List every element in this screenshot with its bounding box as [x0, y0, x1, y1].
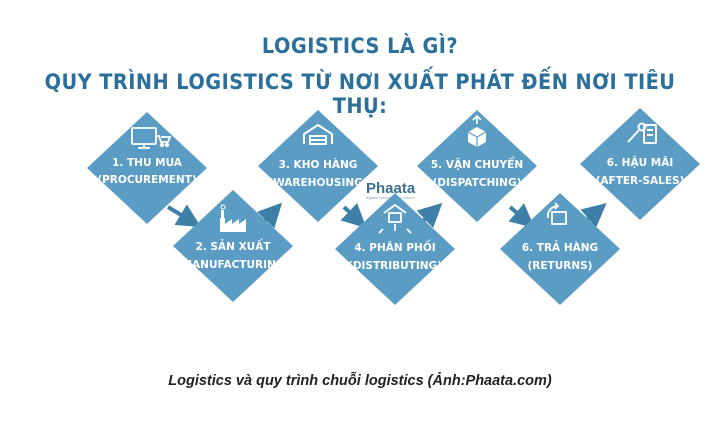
step-diamond: [335, 193, 455, 305]
step-label-line1: 1. THU MUA: [112, 157, 183, 169]
step-diamond: [500, 193, 620, 305]
diagram-subtitle: QUY TRÌNH LOGISTICS TỪ NƠI XUẤT PHÁT ĐẾN…: [44, 70, 676, 118]
factory-icon: [220, 204, 246, 232]
step-diamond: [417, 110, 537, 222]
step-distributing: 4. PHÂN PHỐI (DISTRIBUTING): [335, 193, 455, 305]
package-icon: [467, 114, 487, 147]
step-warehousing: 3. KHO HÀNG (WAREHOUSING): [258, 110, 378, 222]
step-label-line2: (PROCUREMENT): [97, 174, 196, 186]
arrow-5-6: [508, 203, 535, 228]
step-label-line2: (WAREHOUSING): [268, 177, 367, 189]
step-label-line2: (DISPATCHING): [433, 177, 522, 189]
arrow-1-2: [166, 204, 202, 228]
step-label-line1: 5. VẬN CHUYỂN: [431, 156, 523, 171]
image-caption: Logistics và quy trình chuỗi logistics (…: [168, 373, 552, 389]
step-manufacturing: 2. SẢN XUẤT (MANUFACTURING): [173, 190, 293, 302]
watermark-brand: Phaata: [366, 180, 416, 197]
step-label-line1: 2. SẢN XUẤT: [196, 238, 272, 253]
diagram-title: LOGISTICS LÀ GÌ?: [261, 34, 459, 58]
step-after-sales: 6. HẬU MÃI (AFTER-SALES): [580, 108, 700, 220]
step-diamond: [87, 112, 207, 224]
arrow-3-4: [340, 202, 367, 229]
step-dispatching: 5. VẬN CHUYỂN (DISPATCHING): [417, 110, 537, 222]
step-label-line2: (RETURNS): [528, 260, 593, 272]
step-diamond: [173, 190, 293, 302]
return-icon: [546, 202, 567, 225]
distribution-icon: [378, 203, 412, 234]
step-label-line1: 6. TRẢ HÀNG: [522, 240, 598, 254]
computer-cart-icon: [131, 127, 172, 149]
step-label-line2: (AFTER-SALES): [596, 175, 685, 187]
step-procurement: 1. THU MUA (PROCUREMENT): [87, 112, 207, 224]
warehouse-icon: [303, 123, 333, 145]
step-label-line2: (DISTRIBUTING): [348, 260, 442, 272]
step-label-line1: 6. HẬU MÃI: [607, 156, 674, 169]
tools-icon: [627, 122, 657, 144]
step-returns: 6. TRẢ HÀNG (RETURNS): [500, 193, 620, 305]
step-diamond: [258, 110, 378, 222]
step-label-line1: 4. PHÂN PHỐI: [354, 239, 435, 254]
step-diamond: [580, 108, 700, 220]
step-label-line1: 3. KHO HÀNG: [279, 158, 358, 171]
step-label-line2: (MANUFACTURING): [177, 259, 289, 271]
